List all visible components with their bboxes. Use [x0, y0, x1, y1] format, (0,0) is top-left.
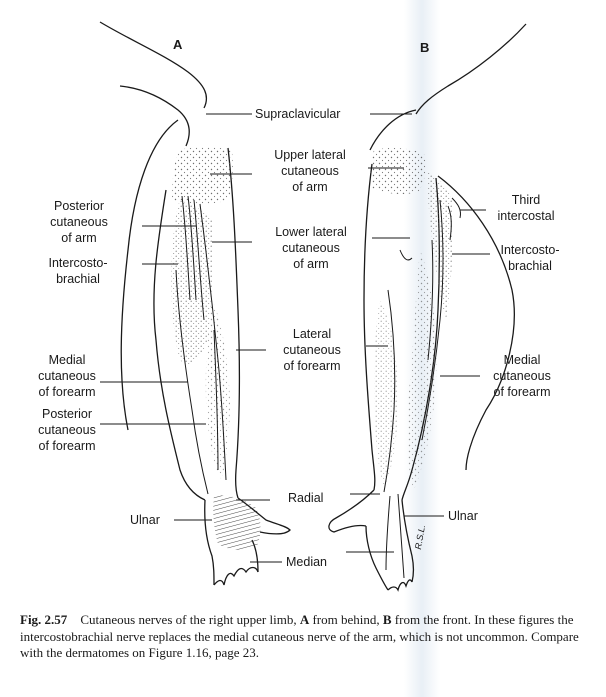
label-intercostobrachial-a: Intercosto-brachial [48, 256, 108, 286]
caption-text-3: from the front. In these figures the int… [20, 612, 579, 660]
arm-b-upper-lateral-zone [370, 147, 426, 195]
label-median: Median [286, 555, 327, 569]
panel-label-a: A [173, 37, 183, 52]
figure-caption: Fig. 2.57 Cutaneous nerves of the right … [20, 612, 588, 662]
caption-text-1: Cutaneous nerves of the right upper limb… [80, 612, 297, 627]
arm-illustration [99, 21, 527, 592]
arm-b-intercostobrachial-zone [427, 172, 453, 320]
arm-a-posterior-zone [171, 200, 213, 364]
caption-text-2: from behind, [312, 612, 380, 627]
caption-fig-number: Fig. 2.57 [20, 612, 68, 627]
panel-label-b: B [420, 40, 430, 55]
arm-b-nerves [383, 197, 461, 579]
arm-a-nerves [175, 195, 227, 495]
label-ulnar-b: Ulnar [448, 509, 478, 523]
arm-b-medial-forearm-zone [407, 250, 437, 490]
leader-lines [100, 113, 490, 563]
arm-a-neck-line [99, 21, 208, 109]
arm-b-neck-line [415, 23, 527, 115]
label-supraclavicular: Supraclavicular [255, 107, 341, 121]
arm-a-upper-lateral-zone [172, 147, 233, 204]
caption-letter-a: A [299, 612, 310, 627]
arm-a-hand-dorsum [213, 495, 261, 551]
label-ulnar-a: Ulnar [130, 513, 160, 527]
label-radial: Radial [288, 491, 324, 505]
arm-b-lateral-forearm-zone [374, 300, 398, 488]
label-intercostobrachial-b: Intercosto-brachial [500, 243, 560, 273]
caption-letter-b: B [382, 612, 392, 627]
arm-a [99, 21, 291, 586]
